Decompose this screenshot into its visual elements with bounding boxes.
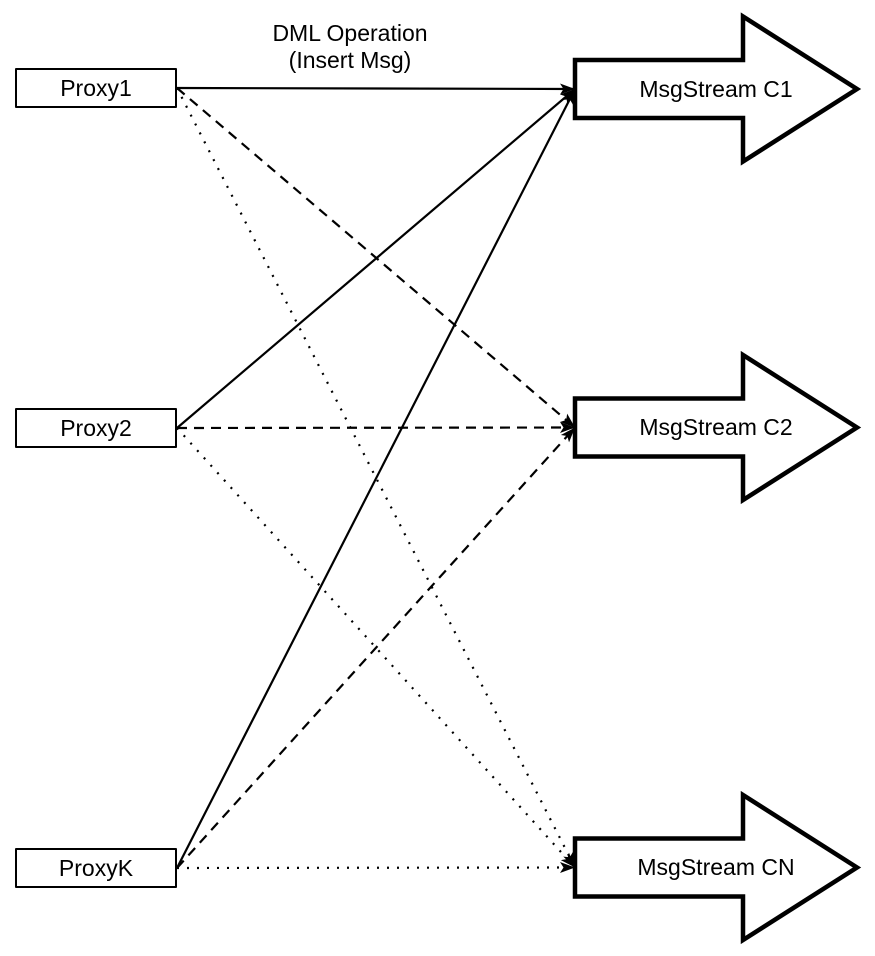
node-proxy2-label: Proxy2 (60, 414, 132, 441)
diagram-title-line2: (Insert Msg) (288, 47, 412, 73)
edge-proxy1-c1 (176, 83, 576, 95)
node-proxyK-label: ProxyK (58, 854, 134, 881)
block-arrow-msgstream-c2 (572, 350, 862, 505)
edge-proxy2-c2 (176, 422, 576, 434)
edge-proxyK-c2 (176, 426, 576, 869)
edge-proxyK-cn (176, 862, 576, 874)
node-proxyK: ProxyK (15, 848, 177, 888)
diagram-title-line1: DML Operation (272, 20, 428, 46)
node-proxy2: Proxy2 (15, 408, 177, 448)
edge-proxyK-c1 (176, 88, 576, 869)
node-proxy1: Proxy1 (15, 68, 177, 108)
edge-proxy1-c2 (176, 87, 576, 429)
block-arrow-msgstream-c1 (572, 12, 862, 166)
edge-layer (176, 83, 576, 874)
block-arrow-msgstream-cn (572, 790, 862, 945)
node-proxy1-label: Proxy1 (60, 74, 132, 101)
diagram-title: DML Operation (Insert Msg) (180, 20, 520, 74)
